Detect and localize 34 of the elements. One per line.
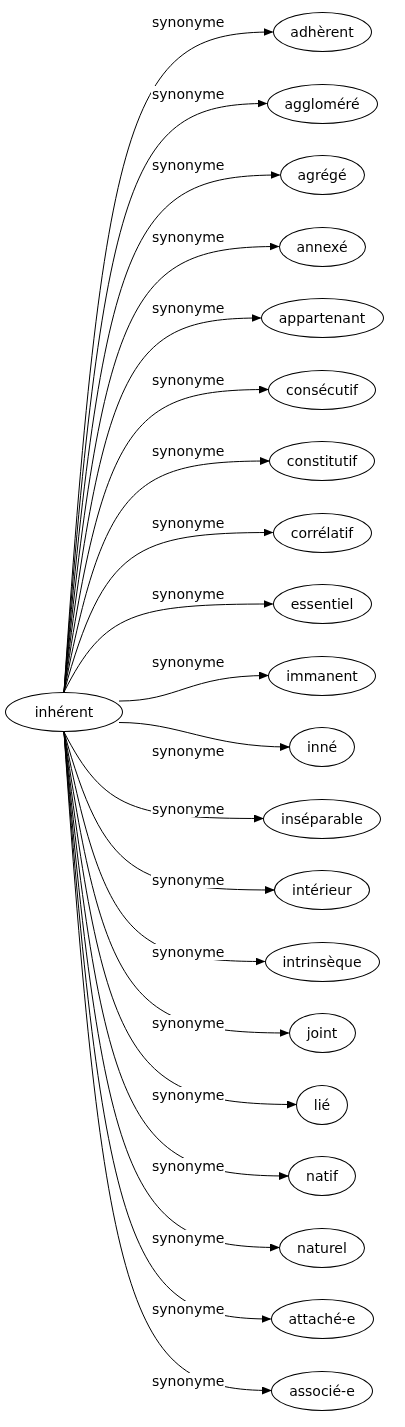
word-ellipse: attaché-e <box>270 1299 374 1339</box>
word-ellipse: inséparable <box>263 798 381 839</box>
word-ellipse: intérieur <box>274 870 370 910</box>
word-ellipse: agrégé <box>279 155 365 195</box>
word-ellipse: immanent <box>268 655 376 696</box>
word-ellipse: inhérent <box>5 692 123 732</box>
edge-label: synonyme <box>151 943 226 960</box>
word-ellipse: adhèrent <box>272 12 372 52</box>
word-ellipse: associé-e <box>271 1370 373 1411</box>
word-ellipse: inné <box>289 727 355 767</box>
word-ellipse: consécutif <box>268 369 376 410</box>
edge-label: synonyme <box>151 1372 226 1389</box>
edge-label: synonyme <box>151 1158 226 1174</box>
word-ellipse: natif <box>288 1156 356 1196</box>
word-ellipse: joint <box>288 1013 356 1053</box>
word-ellipse: naturel <box>279 1227 365 1268</box>
word-ellipse: constitutif <box>269 441 375 481</box>
word-ellipse: corrélatif <box>272 512 372 553</box>
arrow <box>63 528 274 693</box>
arrow <box>118 722 290 751</box>
word-ellipse: intrinsèque <box>264 941 380 982</box>
edge-label: synonyme <box>151 1301 226 1317</box>
word-ellipse: aggloméré <box>266 83 378 124</box>
word-ellipse: appartenant <box>260 298 384 338</box>
arrow <box>118 671 269 702</box>
edge-label: synonyme <box>151 85 226 102</box>
edge-label: synonyme <box>151 1086 226 1103</box>
word-ellipse: essentiel <box>272 584 372 624</box>
edge-label: synonyme <box>151 872 226 888</box>
word-ellipse: annexé <box>278 226 366 267</box>
arrow <box>63 600 274 693</box>
word-ellipse: lié <box>296 1084 348 1125</box>
edge-label: synonyme <box>151 1229 226 1246</box>
edge-label: synonyme <box>151 1015 226 1031</box>
